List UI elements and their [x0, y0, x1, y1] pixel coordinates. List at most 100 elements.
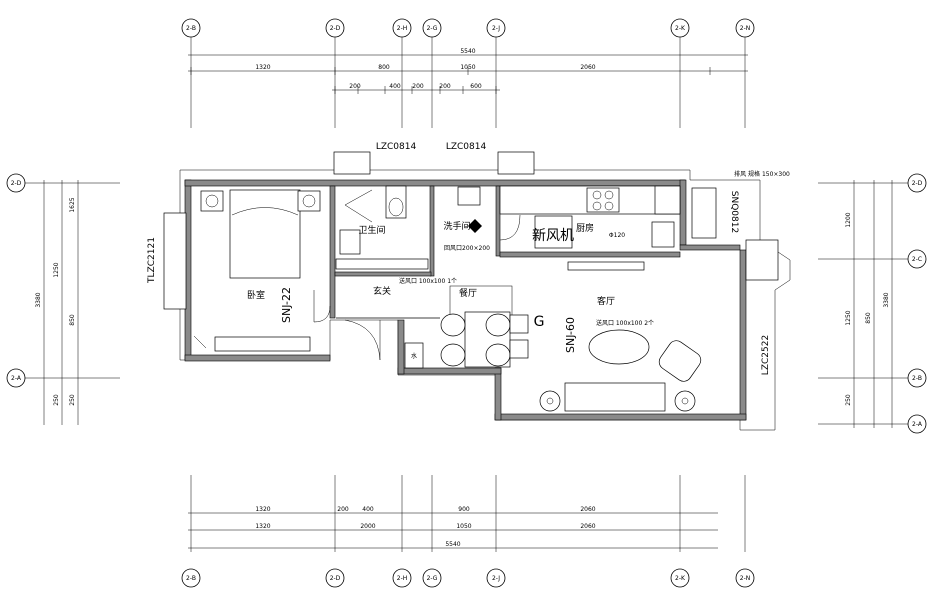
bottom-dimension-lines: 1320 200 400 900 2060 1320 2000 1050 206… — [188, 475, 746, 552]
axis-bubble-top-1: 2-B — [181, 18, 201, 128]
svg-text:3380: 3380 — [35, 292, 42, 307]
left-axis: 2-D 2-A 3380 1250 1625 850 250 250 — [6, 173, 120, 425]
svg-text:400: 400 — [389, 83, 401, 90]
fresh-air-unit — [534, 215, 573, 249]
axis-bubble-top-4: 2-G — [422, 18, 442, 128]
side-table-left — [539, 390, 561, 412]
svg-text:200: 200 — [337, 506, 349, 513]
svg-text:2-B: 2-B — [186, 575, 196, 582]
svg-text:250: 250 — [69, 394, 76, 406]
nightstand-right — [297, 190, 321, 212]
svg-text:1625: 1625 — [69, 197, 76, 212]
top-dimension-lines: 5540 1320 800 1050 2060 200 400 200 200 … — [188, 48, 748, 94]
right-axis: 2-D 2-C 2-B 2-A 1200 1250 250 850 3380 — [818, 173, 927, 434]
svg-text:2-B: 2-B — [186, 25, 196, 32]
svg-text:2-C: 2-C — [912, 256, 922, 263]
svg-text:850: 850 — [865, 312, 872, 324]
fridge — [654, 185, 681, 215]
kitchen-cabinet — [651, 221, 675, 248]
label-water: 水 — [411, 352, 417, 360]
kitchen: 新风机 厨房 Φ120 — [499, 185, 681, 249]
svg-text:2-K: 2-K — [675, 25, 686, 32]
room-label-living: 客厅 — [597, 295, 615, 307]
axis-bubble-top-2: 2-D — [325, 18, 345, 128]
room-label-kitchen: 厨房 — [576, 222, 594, 234]
svg-text:1050: 1050 — [456, 523, 471, 530]
svg-text:2000: 2000 — [360, 523, 375, 530]
window-label-top-2: LZC0814 — [446, 142, 487, 152]
svg-text:2-G: 2-G — [427, 575, 438, 582]
side-table-right — [674, 390, 696, 412]
svg-text:1320: 1320 — [255, 506, 270, 513]
bedroom-door — [313, 290, 331, 323]
foyer: 送风口 100x100 1个 玄关 水 — [335, 258, 457, 369]
axis-bubble-top-3: 2-H — [392, 18, 412, 128]
wash-vent-note: 回风口200×200 — [444, 245, 490, 252]
svg-text:200: 200 — [412, 83, 424, 90]
shoe-cabinet — [335, 258, 429, 270]
toilet — [385, 185, 407, 219]
svg-text:200: 200 — [349, 83, 361, 90]
svg-text:2060: 2060 — [580, 506, 595, 513]
svg-text:850: 850 — [69, 314, 76, 326]
axis-bubble-top-5: 2-J — [486, 18, 506, 128]
wardrobe — [214, 336, 311, 352]
shower — [339, 229, 361, 255]
living-room: 客厅 送风口 100x100 2个 SNJ-60 — [539, 261, 702, 412]
svg-text:2-D: 2-D — [330, 575, 341, 582]
label-new-air: 新风机 — [532, 228, 574, 244]
svg-text:2060: 2060 — [580, 523, 595, 530]
svg-text:5540: 5540 — [445, 541, 460, 548]
svg-text:2-G: 2-G — [427, 25, 438, 32]
kitchen-size: Φ120 — [609, 232, 625, 239]
armchair — [658, 340, 702, 382]
svg-text:2-H: 2-H — [397, 575, 408, 582]
svg-text:1250: 1250 — [845, 310, 852, 325]
svg-text:1320: 1320 — [255, 523, 270, 530]
svg-text:1250: 1250 — [53, 262, 60, 277]
return-vent-icon — [468, 219, 482, 233]
exhaust-note: 排风 规格 150×300 — [734, 170, 790, 178]
svg-text:2-K: 2-K — [675, 575, 686, 582]
svg-text:2-A: 2-A — [912, 421, 923, 428]
svg-text:800: 800 — [378, 64, 390, 71]
room-label-bedroom: 卧室 — [247, 289, 265, 301]
svg-text:2-A: 2-A — [11, 375, 22, 382]
window-label-left: TLZC2121 — [147, 237, 157, 284]
tag-snj22: SNJ-22 — [280, 287, 293, 323]
axis-bubble-top-6: 2-K — [670, 18, 690, 128]
svg-text:250: 250 — [845, 394, 852, 406]
wash-door — [499, 214, 521, 241]
window-label-right-top: SNQ0812 — [729, 191, 739, 233]
entry-door — [344, 319, 381, 361]
svg-text:200: 200 — [439, 83, 451, 90]
coffee-table — [588, 329, 650, 365]
bedroom: 卧室 SNJ-22 — [193, 189, 331, 352]
svg-text:2-N: 2-N — [740, 25, 750, 32]
wash-basin — [457, 186, 481, 206]
room-label-foyer: 玄关 — [373, 285, 391, 297]
stove — [586, 187, 620, 213]
room-label-bathroom: 卫生间 — [358, 224, 385, 236]
tag-snj60: SNJ-60 — [564, 317, 577, 353]
exhaust-unit — [691, 187, 717, 239]
svg-text:2-N: 2-N — [740, 575, 750, 582]
svg-text:2-D: 2-D — [330, 25, 341, 32]
living-vent-note: 送风口 100x100 2个 — [596, 319, 654, 327]
svg-text:900: 900 — [458, 506, 470, 513]
top-axis-bubbles: 2-B 2-D 2-H 2-G 2-J 2-K — [181, 18, 755, 128]
svg-text:250: 250 — [53, 394, 60, 406]
foyer-vent-note: 送风口 100x100 1个 — [399, 277, 457, 285]
dining: 餐厅 G — [440, 285, 544, 368]
svg-text:1320: 1320 — [255, 64, 270, 71]
svg-text:400: 400 — [362, 506, 374, 513]
svg-text:2-J: 2-J — [492, 25, 500, 32]
window-label-right: LZC2522 — [761, 335, 771, 375]
bathroom: 卫生间 — [339, 185, 407, 255]
svg-text:5540: 5540 — [460, 48, 475, 55]
svg-text:2-D: 2-D — [912, 180, 923, 187]
svg-text:2-D: 2-D — [11, 180, 22, 187]
svg-text:2060: 2060 — [580, 64, 595, 71]
room-label-wash: 洗手间 — [443, 220, 470, 232]
